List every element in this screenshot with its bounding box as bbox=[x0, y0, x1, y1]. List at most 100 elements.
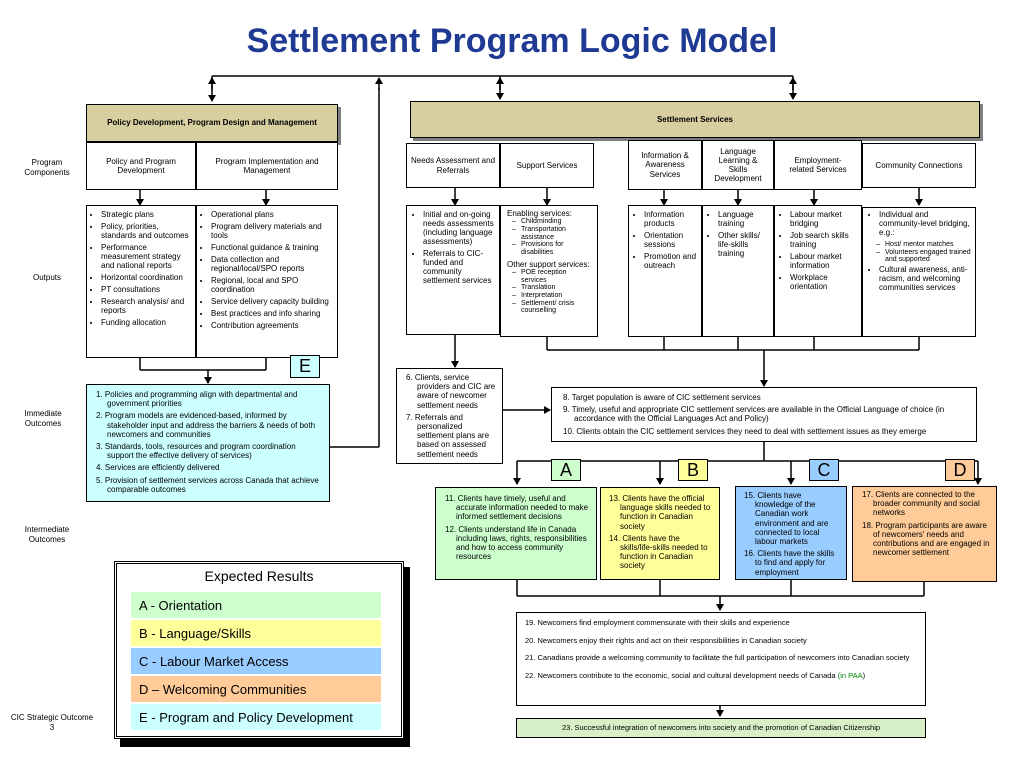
intermediate-outcome-a: 11. Clients have timely, useful and accu… bbox=[435, 487, 597, 580]
intermediate-outcome-item: 17. Clients are connected to the broader… bbox=[862, 490, 980, 518]
outputs-employment-related: Labour market bridgingJob search skills … bbox=[774, 205, 862, 337]
immediate-outcome-item: 6. Clients, service providers and CIC ar… bbox=[406, 373, 496, 410]
paa-note-close: ) bbox=[862, 670, 866, 680]
community-output-item: Cultural awareness, anti-racism, and wel… bbox=[879, 265, 971, 293]
employment-output-item: Job search skills training bbox=[790, 231, 858, 250]
immediate-outcome-item: 9. Timely, useful and appropriate CIC se… bbox=[563, 405, 945, 424]
outputs-language-learning: Language trainingOther skills/ life-skil… bbox=[702, 205, 774, 337]
intermediate-outcome-item: 13. Clients have the official language s… bbox=[609, 494, 711, 531]
result-letter-c: C bbox=[809, 459, 839, 481]
final-outcomes: 19. Newcomers find employment commensura… bbox=[516, 612, 926, 706]
enabling-service-item: Provisions for disabilities bbox=[512, 241, 593, 256]
final-outcome-21: 21. Canadians provide a welcoming commun… bbox=[525, 653, 910, 663]
community-sub-item: Volunteers engaged trained and supported bbox=[876, 249, 971, 264]
community-output-item: Individual and community-level bridging,… bbox=[879, 210, 971, 238]
community-sub-item: Host/ mentor matches bbox=[876, 241, 971, 249]
result-letter-d: D bbox=[945, 459, 975, 481]
implementation-output-item: Regional, local and SPO coordination bbox=[211, 276, 333, 295]
component-community-connections: Community Connections bbox=[862, 143, 976, 188]
row-label-immediate-outcomes: Immediate Outcomes bbox=[24, 409, 62, 428]
result-letter-b: B bbox=[678, 459, 708, 481]
immediate-outcomes-settlement: 8. Target population is aware of CIC set… bbox=[551, 387, 977, 442]
immediate-outcome-item: 8. Target population is aware of CIC set… bbox=[563, 393, 761, 402]
immediate-outcomes-policy: 1. Policies and programming align with d… bbox=[86, 384, 330, 502]
final-outcome-22-text: 22. Newcomers contribute to the economic… bbox=[525, 670, 836, 680]
implementation-output-item: Functional guidance & training bbox=[211, 243, 333, 253]
component-program-implementation: Program Implementation and Management bbox=[196, 142, 338, 190]
final-outcome-19: 19. Newcomers find employment commensura… bbox=[525, 618, 790, 627]
enabling-service-item: Transportation assistance bbox=[512, 226, 593, 241]
component-policy-program-development: Policy and Program Development bbox=[86, 142, 196, 190]
policy-output-item: Horizontal coordination bbox=[101, 273, 191, 283]
other-support-services-label: Other support services: bbox=[507, 259, 590, 269]
component-information-awareness: Information & Awareness Services bbox=[628, 140, 702, 190]
final-outcome-22: 22. Newcomers contribute to the economic… bbox=[525, 670, 917, 681]
policy-output-item: Funding allocation bbox=[101, 318, 191, 328]
component-language-learning: Language Learning & Skills Development bbox=[702, 140, 774, 190]
component-employment-related: Employment-related Services bbox=[774, 140, 862, 190]
legend-item-program-policy: E - Program and Policy Development bbox=[131, 704, 381, 730]
legend-item-welcoming-communities: D – Welcoming Communities bbox=[131, 676, 381, 702]
legend-item-language-skills: B - Language/Skills bbox=[131, 620, 381, 646]
intermediate-outcome-b: 13. Clients have the official language s… bbox=[600, 487, 720, 580]
outputs-program-implementation: Operational plansProgram delivery materi… bbox=[196, 205, 338, 358]
other-support-service-item: POE reception services bbox=[512, 269, 593, 284]
policy-output-item: PT consultations bbox=[101, 285, 191, 295]
row-label-program-components: Program Components bbox=[24, 158, 70, 177]
paa-note: (in PAA bbox=[837, 670, 863, 680]
immediate-outcome-item: 10. Clients obtain the CIC settlement se… bbox=[563, 426, 927, 436]
intermediate-outcome-item: 12. Clients understand life in Canada in… bbox=[445, 524, 587, 562]
legend-item-orientation: A - Orientation bbox=[131, 592, 381, 618]
immediate-outcome-item: 2. Program models are evidenced-based, i… bbox=[96, 411, 316, 439]
implementation-output-item: Operational plans bbox=[211, 210, 333, 220]
implementation-output-item: Contribution agreements bbox=[211, 321, 333, 331]
component-needs-assessment: Needs Assessment and Referrals bbox=[406, 143, 500, 188]
other-support-service-item: Settlement/ crisis counselling bbox=[512, 300, 593, 315]
final-outcome-20: 20. Newcomers enjoy their rights and act… bbox=[525, 635, 807, 645]
expected-results-legend: Expected Results A - Orientation B - Lan… bbox=[114, 561, 404, 739]
outputs-policy-development: Strategic plansPolicy, priorities, stand… bbox=[86, 205, 196, 358]
enabling-services-label: Enabling services: bbox=[507, 209, 572, 218]
info-output-item: Information products bbox=[644, 210, 698, 229]
outputs-community-connections: Individual and community-level bridging,… bbox=[862, 207, 976, 337]
language-output-item: Language training bbox=[718, 210, 770, 229]
immediate-outcome-item: 1. Policies and programming align with d… bbox=[96, 390, 298, 409]
info-output-item: Promotion and outreach bbox=[644, 252, 698, 271]
policy-output-item: Performance measurement strategy and nat… bbox=[101, 243, 191, 271]
implementation-output-item: Service delivery capacity building bbox=[211, 297, 333, 307]
settlement-services-header: Settlement Services bbox=[410, 101, 980, 138]
policy-output-item: Policy, priorities, standards and outcom… bbox=[101, 222, 191, 241]
intermediate-outcome-d: 17. Clients are connected to the broader… bbox=[852, 486, 997, 582]
intermediate-outcome-c: 15. Clients have knowledge of the Canadi… bbox=[735, 486, 847, 580]
immediate-outcome-item: 5. Provision of settlement services acro… bbox=[96, 475, 319, 494]
intermediate-outcome-item: 16. Clients have the skills to find and … bbox=[744, 549, 835, 577]
intermediate-outcome-item: 14. Clients have the skills/life-skills … bbox=[609, 533, 708, 571]
intermediate-outcome-item: 18. Program participants are aware of ne… bbox=[862, 520, 990, 558]
result-letter-a: A bbox=[551, 459, 581, 481]
language-output-item: Other skills/ life-skills training bbox=[718, 231, 770, 259]
immediate-outcome-item: 3. Standards, tools, resources and progr… bbox=[96, 441, 296, 461]
result-letter-e: E bbox=[290, 355, 320, 378]
legend-title: Expected Results bbox=[204, 568, 314, 584]
implementation-output-item: Best practices and info sharing bbox=[211, 309, 333, 319]
component-support-services: Support Services bbox=[500, 143, 594, 188]
other-support-service-item: Interpretation bbox=[512, 292, 593, 300]
intermediate-outcome-item: 15. Clients have knowledge of the Canadi… bbox=[744, 491, 829, 546]
immediate-outcome-item: 4. Services are efficiently delivered bbox=[96, 463, 220, 473]
page-title: Settlement Program Logic Model bbox=[246, 22, 778, 60]
needs-output-item: Initial and on-going needs assessments (… bbox=[423, 210, 495, 247]
employment-output-item: Workplace orientation bbox=[790, 273, 858, 292]
legend-item-labour-market: C - Labour Market Access bbox=[131, 648, 381, 674]
info-output-item: Orientation sessions bbox=[644, 231, 698, 250]
implementation-output-item: Program delivery materials and tools bbox=[211, 222, 333, 241]
employment-output-item: Labour market information bbox=[790, 252, 858, 271]
outputs-support-services: Enabling services: ChildmindingTransport… bbox=[500, 205, 598, 337]
policy-development-header: Policy Development, Program Design and M… bbox=[86, 104, 338, 142]
implementation-output-item: Data collection and regional/local/SPO r… bbox=[211, 255, 333, 274]
outputs-information-awareness: Information productsOrientation sessions… bbox=[628, 205, 702, 337]
strategic-outcome-23: 23. Successful integration of newcomers … bbox=[516, 718, 926, 738]
enabling-service-item: Childminding bbox=[512, 218, 593, 226]
row-label-strategic-outcome: CIC Strategic Outcome 3 bbox=[10, 713, 94, 732]
immediate-outcomes-needs: 6. Clients, service providers and CIC ar… bbox=[396, 368, 503, 464]
